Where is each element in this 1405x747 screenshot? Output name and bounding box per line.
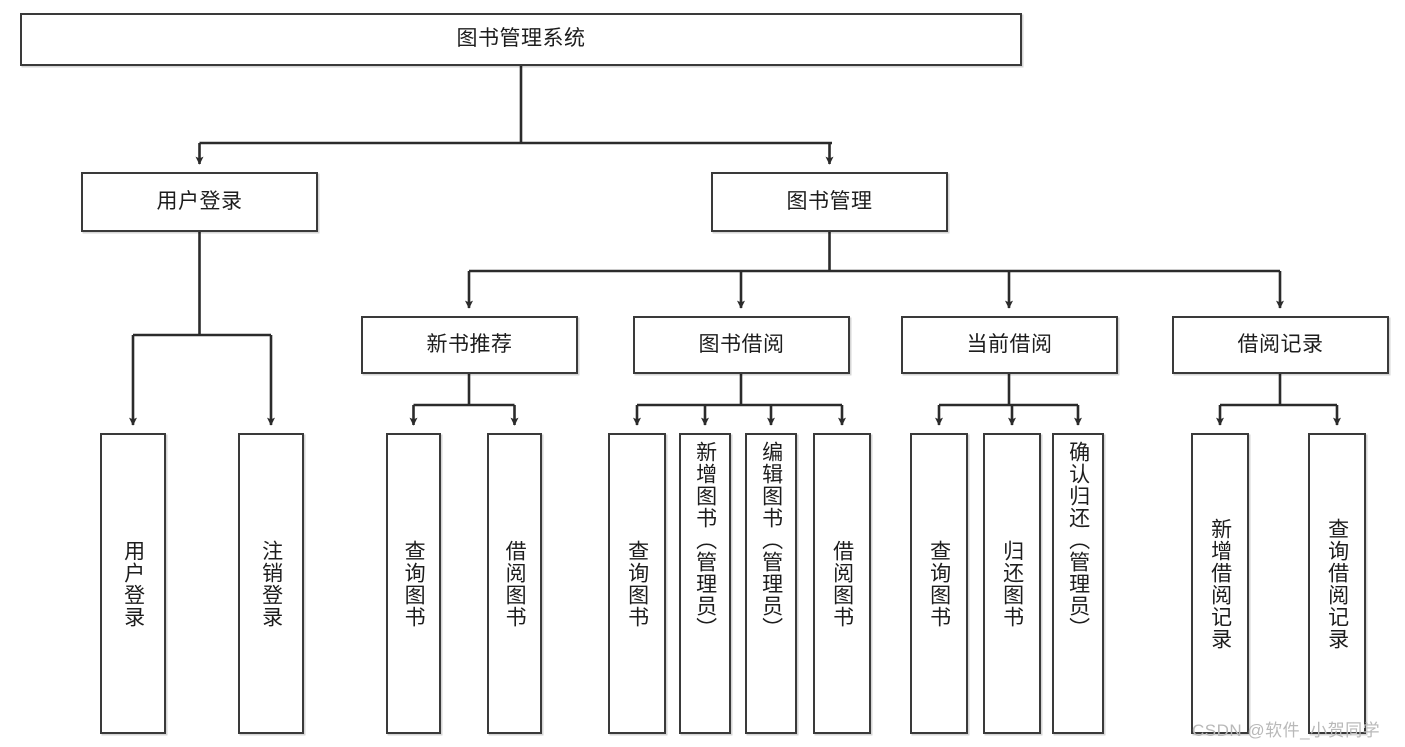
node-leaf-confirm-return-label: 确认归还（管理员） [1066,441,1090,639]
node-book-management[interactable]: 图书管理 [711,172,948,232]
node-borrow-record-label: 借阅记录 [1237,332,1324,356]
node-leaf-query-borrow-record[interactable]: 查询借阅记录 [1308,433,1366,734]
node-leaf-add-borrow-record-label: 新增借阅记录 [1208,517,1232,650]
node-leaf-borrow-book-recommend-label: 借阅图书 [503,539,527,628]
node-book-borrow[interactable]: 图书借阅 [633,316,850,374]
node-leaf-add-book-label: 新增图书（管理员） [693,441,717,639]
node-new-book-recommendation[interactable]: 新书推荐 [361,316,578,374]
node-leaf-borrow-book-recommend[interactable]: 借阅图书 [487,433,542,734]
node-borrow-record[interactable]: 借阅记录 [1172,316,1389,374]
node-book-management-label: 图书管理 [786,189,873,213]
node-leaf-query-book-borrow[interactable]: 查询图书 [608,433,666,734]
node-current-borrow[interactable]: 当前借阅 [901,316,1118,374]
node-leaf-edit-book[interactable]: 编辑图书（管理员） [745,433,797,734]
node-leaf-return-book[interactable]: 归还图书 [983,433,1041,734]
node-leaf-user-login[interactable]: 用户登录 [100,433,166,734]
node-current-borrow-label: 当前借阅 [966,332,1053,356]
node-leaf-borrow-book-label: 借阅图书 [830,539,854,628]
node-leaf-add-book[interactable]: 新增图书（管理员） [679,433,731,734]
node-leaf-confirm-return[interactable]: 确认归还（管理员） [1052,433,1104,734]
node-root-label: 图书管理系统 [456,27,586,51]
node-leaf-return-book-label: 归还图书 [1000,539,1024,628]
node-leaf-query-borrow-record-label: 查询借阅记录 [1325,517,1349,650]
node-leaf-user-logout[interactable]: 注销登录 [238,433,304,734]
node-book-borrow-label: 图书借阅 [698,332,785,356]
node-leaf-query-book-current-label: 查询图书 [927,539,951,628]
node-new-book-recommendation-label: 新书推荐 [426,332,513,356]
node-leaf-user-login-label: 用户登录 [121,539,145,628]
csdn-watermark: CSDN @软件_小贺同学 [1192,721,1381,740]
node-user-login[interactable]: 用户登录 [81,172,318,232]
node-leaf-query-book-current[interactable]: 查询图书 [910,433,968,734]
node-leaf-query-book-recommend[interactable]: 查询图书 [386,433,441,734]
node-root[interactable]: 图书管理系统 [20,13,1022,66]
node-leaf-edit-book-label: 编辑图书（管理员） [759,441,783,639]
node-leaf-add-borrow-record[interactable]: 新增借阅记录 [1191,433,1249,734]
node-leaf-user-logout-label: 注销登录 [259,539,283,628]
node-leaf-borrow-book[interactable]: 借阅图书 [813,433,871,734]
node-user-login-label: 用户登录 [156,189,243,213]
node-leaf-query-book-recommend-label: 查询图书 [402,539,426,628]
node-leaf-query-book-borrow-label: 查询图书 [625,539,649,628]
